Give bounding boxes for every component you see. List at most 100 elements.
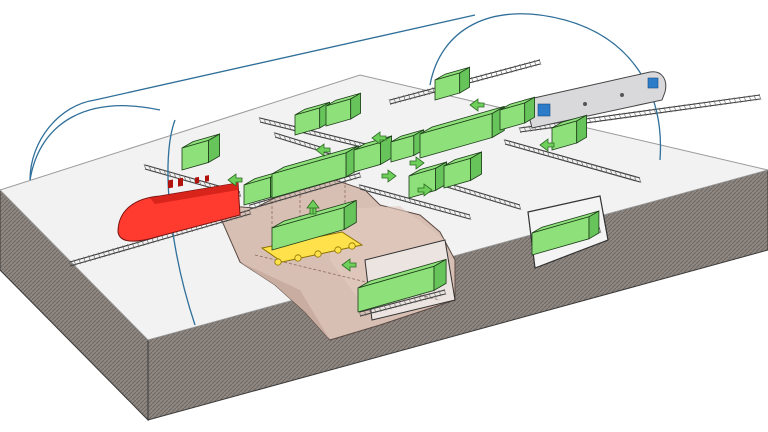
diagonal-arrow-icon	[227, 173, 243, 187]
container-small	[181, 133, 221, 171]
sleeper	[323, 132, 327, 140]
sleeper	[528, 125, 532, 132]
sleeper	[398, 96, 402, 103]
sleeper	[258, 116, 262, 124]
sleeper	[403, 95, 406, 102]
sleeper	[288, 124, 292, 131]
sleeper	[273, 131, 277, 139]
sleeper	[604, 167, 608, 174]
sleeper	[298, 139, 302, 146]
sleeper	[78, 258, 82, 265]
sleeper	[624, 172, 627, 180]
sleeper	[163, 169, 167, 176]
sleeper	[527, 145, 531, 152]
sleeper	[313, 130, 317, 137]
sleeper	[758, 93, 762, 101]
sleeper	[318, 131, 322, 138]
sleeper	[468, 188, 472, 196]
sleeper	[293, 138, 297, 145]
sleeper	[263, 118, 267, 125]
sleeper	[433, 291, 437, 298]
container-long	[271, 145, 359, 199]
sleeper	[238, 190, 242, 198]
sleeper	[514, 65, 518, 72]
sleeper	[509, 66, 513, 73]
sleeper	[518, 126, 522, 134]
sleeper	[378, 189, 382, 196]
sleeper	[333, 135, 337, 142]
rail	[249, 176, 361, 210]
sleeper	[353, 173, 357, 180]
sleeper	[73, 259, 77, 266]
sleeper	[728, 98, 732, 105]
sleeper	[703, 101, 707, 108]
sleeper	[522, 144, 526, 151]
sleeper	[248, 208, 252, 216]
sleeper	[748, 95, 752, 102]
sleeper	[678, 104, 682, 112]
sleeper	[495, 70, 498, 77]
sleeper	[198, 179, 202, 186]
sleeper	[136, 241, 140, 248]
sleeper	[595, 164, 598, 171]
sleeper	[173, 172, 177, 179]
sleeper	[393, 97, 397, 104]
sleeper	[600, 166, 603, 173]
sleeper	[638, 176, 642, 184]
high-speed-train	[117, 175, 241, 242]
sleeper	[723, 98, 727, 105]
sleeper	[580, 160, 584, 167]
container-side	[350, 92, 362, 120]
sleeper	[608, 114, 612, 121]
diagonal-arrow-icon	[341, 258, 357, 272]
diagonal-arrow-icon	[539, 138, 555, 152]
sleeper	[398, 194, 402, 202]
lift-wheel	[334, 246, 342, 254]
sleeper	[547, 151, 550, 158]
sleeper	[183, 175, 187, 182]
sleeper	[585, 161, 589, 169]
sleeper	[373, 187, 377, 195]
sleeper	[203, 180, 207, 188]
sleeper	[433, 204, 437, 211]
sleeper	[343, 137, 347, 145]
sleeper	[438, 290, 442, 297]
container-underground	[357, 258, 447, 313]
container-lift	[260, 231, 364, 266]
sleeper	[518, 142, 521, 150]
sleeper	[283, 134, 287, 142]
sleeper	[493, 196, 497, 203]
sleeper	[248, 203, 252, 211]
sleeper	[683, 104, 687, 111]
sleeper	[378, 305, 382, 312]
sleeper	[408, 297, 412, 305]
sleeper	[153, 166, 157, 173]
sleeper	[423, 201, 427, 208]
sleeper	[313, 144, 317, 151]
sleeper	[403, 299, 407, 306]
arch-rib-right	[429, 13, 662, 161]
sleeper	[499, 69, 503, 76]
sleeper	[508, 200, 512, 208]
sleeper	[141, 239, 145, 247]
sleeper	[693, 102, 697, 110]
sleeper	[561, 155, 565, 162]
lift-wheel	[314, 250, 322, 258]
sleeper	[593, 116, 597, 123]
sleeper	[117, 246, 120, 254]
sleeper	[556, 153, 560, 161]
sleeper	[278, 121, 282, 129]
sleeper	[483, 193, 487, 200]
sleeper	[609, 168, 613, 175]
sleeper	[358, 183, 362, 191]
sleeper	[303, 141, 307, 148]
container-side	[208, 133, 221, 164]
sleeper	[663, 106, 667, 114]
sleeper	[537, 148, 541, 155]
track-siding-right	[503, 138, 642, 184]
sleeper	[373, 307, 377, 314]
sleeper	[353, 140, 357, 147]
metro-door-marker	[620, 93, 624, 97]
sleeper	[143, 163, 147, 171]
sleeper	[393, 193, 397, 200]
